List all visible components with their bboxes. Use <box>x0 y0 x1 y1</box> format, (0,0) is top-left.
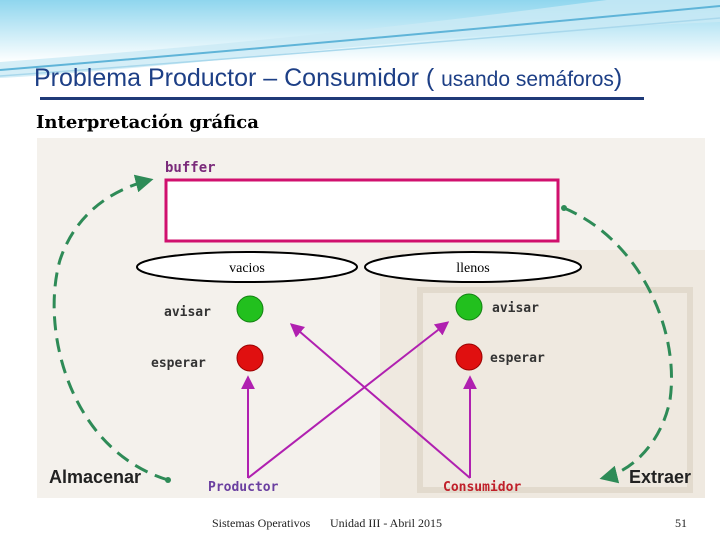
footer-unit: Unidad III - Abril 2015 <box>330 516 442 530</box>
semaphore-vacios-label: vacios <box>229 261 265 276</box>
almacenar-label: Almacenar <box>49 467 141 487</box>
arrow-productor-to-avisar-right <box>247 321 450 479</box>
left-avisar-label: avisar <box>164 305 211 320</box>
green-light-right <box>455 293 483 321</box>
footer-page-number: 51 <box>675 516 687 530</box>
arrow-consumidor-to-avisar-left <box>289 323 471 479</box>
right-avisar-label: avisar <box>492 301 539 316</box>
slide-title: Problema Productor – Consumidor ( usando… <box>34 64 623 92</box>
buffer-label: buffer <box>165 160 216 176</box>
left-esperar-label: esperar <box>151 356 206 371</box>
red-light-left <box>236 344 264 372</box>
right-esperar-label: esperar <box>490 351 545 366</box>
buffer-box <box>164 178 560 243</box>
title-underline <box>40 97 644 100</box>
header-decoration <box>0 0 720 78</box>
green-light-left <box>236 295 264 323</box>
extraer-label: Extraer <box>629 467 691 487</box>
semaphore-llenos-label: llenos <box>456 261 489 276</box>
productor-label: Productor <box>208 480 279 495</box>
red-light-right <box>455 343 483 371</box>
semaphore-vacios <box>136 251 358 283</box>
slide-subtitle: Interpretación gráfica <box>36 112 259 133</box>
loop-almacenar <box>52 174 169 482</box>
footer-course: Sistemas Operativos <box>212 516 311 530</box>
consumidor-label: Consumidor <box>443 480 521 495</box>
semaphore-llenos <box>364 251 582 283</box>
